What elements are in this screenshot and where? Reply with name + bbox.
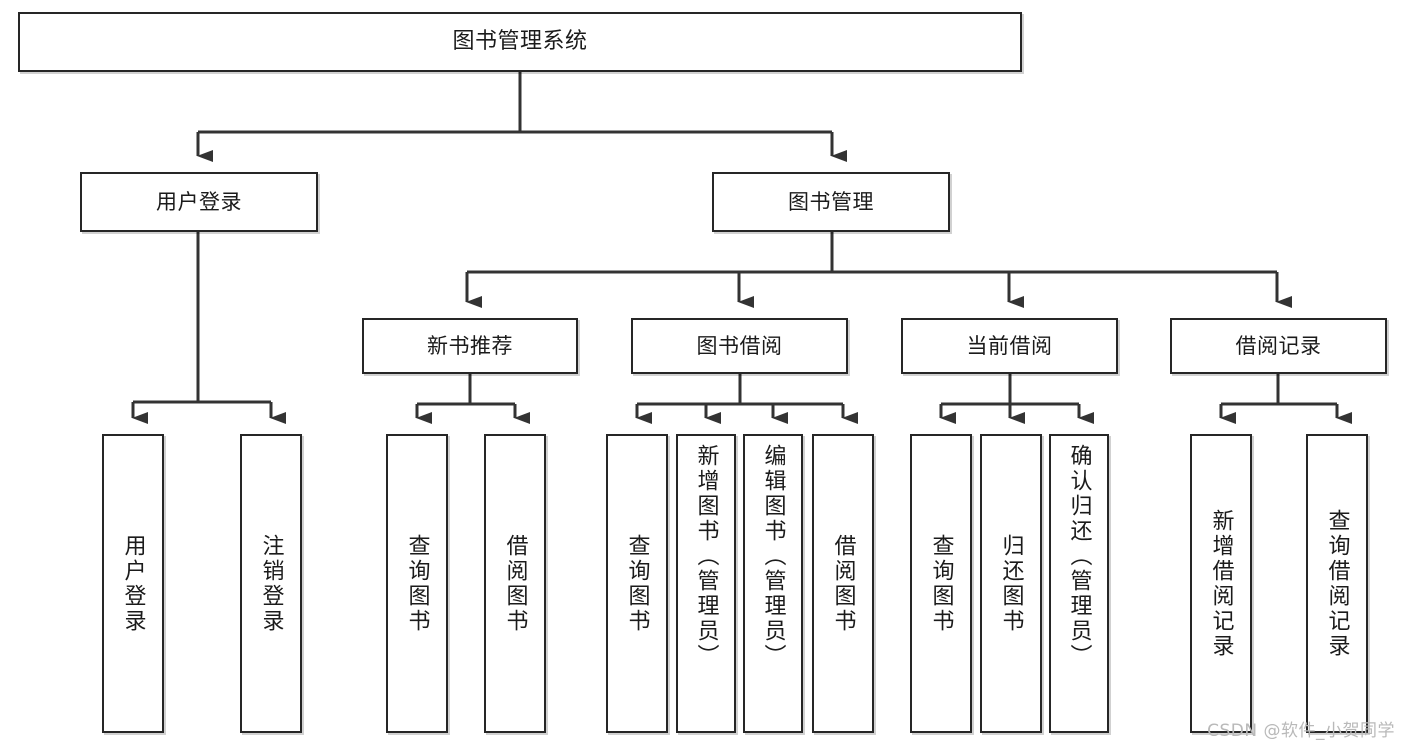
node-label: 查询图书	[624, 533, 650, 634]
node-label: 查询图书	[404, 533, 430, 634]
node-label: 用户登录	[156, 189, 242, 214]
leaf-borrow-query-book[interactable]: 查询图书	[606, 434, 668, 733]
node-label: 注销登录	[258, 533, 284, 634]
node-user-login[interactable]: 用户登录	[80, 172, 318, 232]
node-label: 查询借阅记录	[1324, 508, 1350, 659]
leaf-user-login-signout[interactable]: 注销登录	[240, 434, 302, 733]
leaf-record-query-record[interactable]: 查询借阅记录	[1306, 434, 1368, 733]
node-label: 归还图书	[998, 533, 1024, 634]
node-label: 新增借阅记录	[1208, 508, 1234, 659]
node-label: 图书借阅	[696, 333, 783, 358]
node-label: 借阅图书	[502, 533, 528, 634]
node-new-book-recommend[interactable]: 新书推荐	[362, 318, 578, 374]
leaf-recommend-borrow-book[interactable]: 借阅图书	[484, 434, 546, 733]
node-label: 用户登录	[120, 533, 146, 634]
leaf-user-login-signin[interactable]: 用户登录	[102, 434, 164, 733]
node-book-management[interactable]: 图书管理	[712, 172, 950, 232]
node-label: 借阅图书	[830, 533, 856, 634]
node-label: 确认归还（管理员）	[1066, 444, 1092, 669]
node-borrow-record[interactable]: 借阅记录	[1170, 318, 1387, 374]
node-label: 新增图书（管理员）	[693, 444, 719, 669]
node-label: 当前借阅	[966, 333, 1053, 358]
leaf-borrow-borrow-book[interactable]: 借阅图书	[812, 434, 874, 733]
node-root-system[interactable]: 图书管理系统	[18, 12, 1022, 72]
leaf-borrow-edit-book-admin[interactable]: 编辑图书（管理员）	[743, 434, 803, 733]
node-label: 编辑图书（管理员）	[760, 444, 786, 669]
node-label: 新书推荐	[427, 333, 513, 358]
node-current-borrow[interactable]: 当前借阅	[901, 318, 1118, 374]
watermark-text: CSDN @软件_小贺同学	[1207, 721, 1395, 741]
node-book-borrow[interactable]: 图书借阅	[631, 318, 848, 374]
node-label: 查询图书	[928, 533, 954, 634]
leaf-recommend-query-book[interactable]: 查询图书	[386, 434, 448, 733]
node-label: 图书管理	[788, 189, 874, 214]
node-label: 图书管理系统	[452, 29, 588, 55]
leaf-borrow-add-book-admin[interactable]: 新增图书（管理员）	[676, 434, 736, 733]
leaf-current-return-book[interactable]: 归还图书	[980, 434, 1042, 733]
leaf-current-confirm-return-admin[interactable]: 确认归还（管理员）	[1049, 434, 1109, 733]
node-label: 借阅记录	[1235, 333, 1322, 358]
leaf-record-add-record[interactable]: 新增借阅记录	[1190, 434, 1252, 733]
leaf-current-query-book[interactable]: 查询图书	[910, 434, 972, 733]
